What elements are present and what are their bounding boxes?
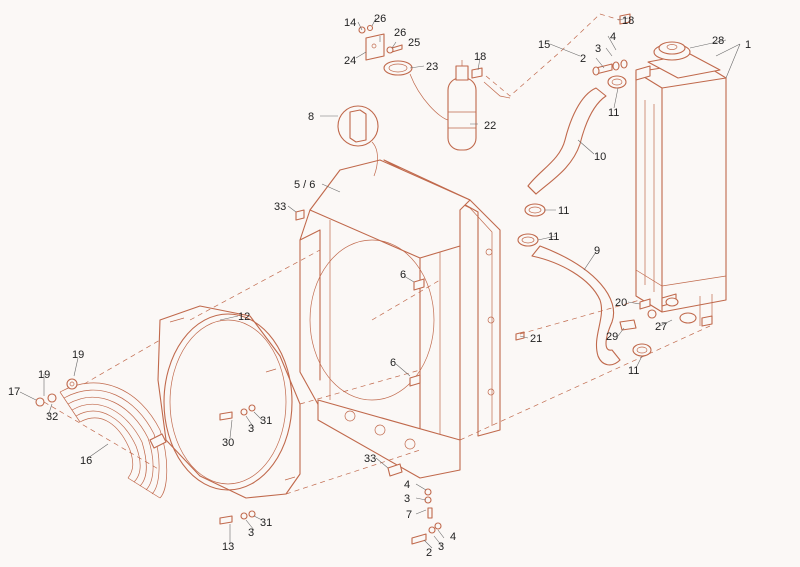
callout-10: 10: [594, 151, 606, 163]
callout-11: 11: [548, 231, 559, 243]
callout-3: 3: [595, 43, 601, 55]
callout-33: 33: [274, 201, 286, 213]
callout-18: 18: [622, 15, 634, 27]
callout-2: 2: [580, 53, 586, 65]
hose-clamp-b: [524, 203, 546, 217]
callout-17: 17: [8, 386, 20, 398]
callout-12: 12: [238, 311, 250, 323]
fan-shroud-ring: [157, 305, 301, 499]
hose-clamp-c: [517, 233, 539, 247]
callout-19: 19: [38, 369, 50, 381]
callout-28: 28: [712, 35, 724, 47]
radiator-cap: [653, 41, 691, 61]
callout-20: 20: [615, 297, 627, 309]
leader-lines: [19, 17, 741, 549]
drain-fittings: [619, 298, 657, 331]
small-bolts-top: [358, 24, 403, 54]
callout-21: 21: [530, 333, 542, 345]
ac-line: [471, 13, 631, 99]
callout-13: 13: [222, 541, 234, 553]
hose-clamp-d: [632, 343, 652, 357]
callout-16: 16: [80, 455, 92, 467]
radiator-outlets: [635, 65, 697, 324]
callout-18: 18: [474, 51, 486, 63]
radiator-frame: [299, 159, 501, 479]
callout-29: 29: [606, 331, 618, 343]
callout-5-6: 5 / 6: [294, 179, 315, 191]
callout-32: 32: [46, 411, 58, 423]
upper-hose: [527, 87, 607, 195]
lower-hose: [531, 245, 621, 366]
callout-23: 23: [426, 61, 438, 73]
mount-bracket: [365, 33, 413, 76]
callout-15: 15: [538, 39, 550, 51]
callout-4: 4: [450, 531, 456, 543]
callout-6: 6: [400, 269, 406, 281]
callout-2: 2: [426, 547, 432, 559]
fan-guard: [59, 382, 168, 499]
radiator-core: [635, 53, 727, 327]
callout-26: 26: [374, 13, 386, 25]
callout-4: 4: [610, 31, 616, 43]
callout-30: 30: [222, 437, 234, 449]
callout-31: 31: [260, 415, 272, 427]
callout-1: 1: [745, 39, 751, 51]
callout-3: 3: [438, 541, 444, 553]
hardware-bottom: [295, 209, 525, 545]
callout-6: 6: [390, 357, 396, 369]
callout-9: 9: [594, 245, 600, 257]
callout-14: 14: [344, 17, 356, 29]
callout-7: 7: [406, 509, 412, 521]
callout-11: 11: [558, 205, 569, 217]
callout-33: 33: [364, 453, 376, 465]
callout-4: 4: [404, 479, 410, 491]
callout-3: 3: [404, 493, 410, 505]
callout-11: 11: [608, 107, 619, 119]
bolt-upper-right: [592, 59, 628, 76]
hose-clamp-a: [607, 75, 627, 89]
callout-24: 24: [344, 55, 356, 67]
assembly-lines: [43, 249, 711, 495]
callout-31: 31: [260, 517, 272, 529]
callout-3: 3: [248, 527, 254, 539]
callout-19: 19: [72, 349, 84, 361]
callout-11: 11: [628, 365, 639, 377]
receiver-dryer: [409, 60, 477, 151]
callout-labels: 1 28 18 15 4 3 2 11 10 11 11 9 20 29 27 …: [8, 13, 751, 559]
callout-3: 3: [248, 423, 254, 435]
callout-25: 25: [408, 37, 420, 49]
callout-27: 27: [655, 321, 667, 333]
callout-22: 22: [484, 120, 496, 132]
rubber-strip-detail: [337, 105, 379, 177]
hardware-left: [35, 378, 256, 525]
callout-8: 8: [308, 111, 314, 123]
callout-26: 26: [394, 27, 406, 39]
